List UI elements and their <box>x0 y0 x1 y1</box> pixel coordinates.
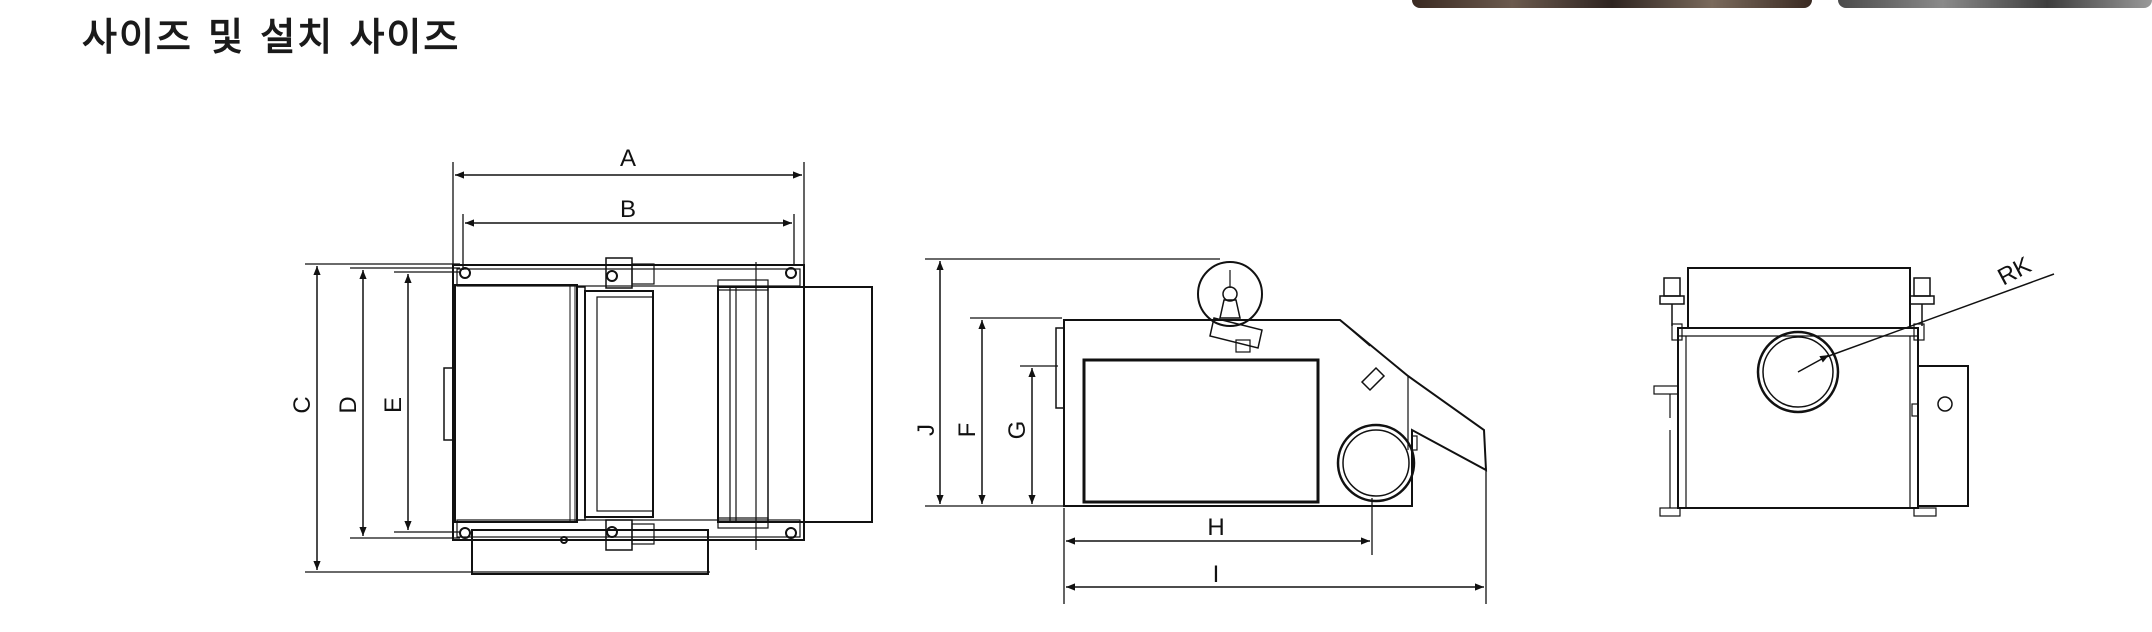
side-view <box>925 258 1488 604</box>
top-view <box>305 162 873 575</box>
dim-label-f: F <box>954 423 981 438</box>
thumbnail-photo-1[interactable] <box>1412 0 1812 8</box>
dim-label-h: H <box>1207 514 1224 541</box>
dim-label-b: B <box>620 196 636 223</box>
front-view <box>1653 267 2055 517</box>
page-title: 사이즈 및 설치 사이즈 <box>82 15 461 59</box>
thumbnail-photo-2[interactable] <box>1838 0 2152 8</box>
dim-label-g: G <box>1004 421 1031 440</box>
dim-label-rk: RK <box>1993 252 2035 291</box>
dim-label-a: A <box>620 145 636 172</box>
dim-label-e: E <box>380 397 407 413</box>
dim-label-c: C <box>289 396 316 413</box>
dim-label-j: J <box>913 424 940 436</box>
dim-label-i: I <box>1213 561 1220 588</box>
dim-rk-leader <box>1825 273 2055 358</box>
dim-label-d: D <box>335 396 362 413</box>
